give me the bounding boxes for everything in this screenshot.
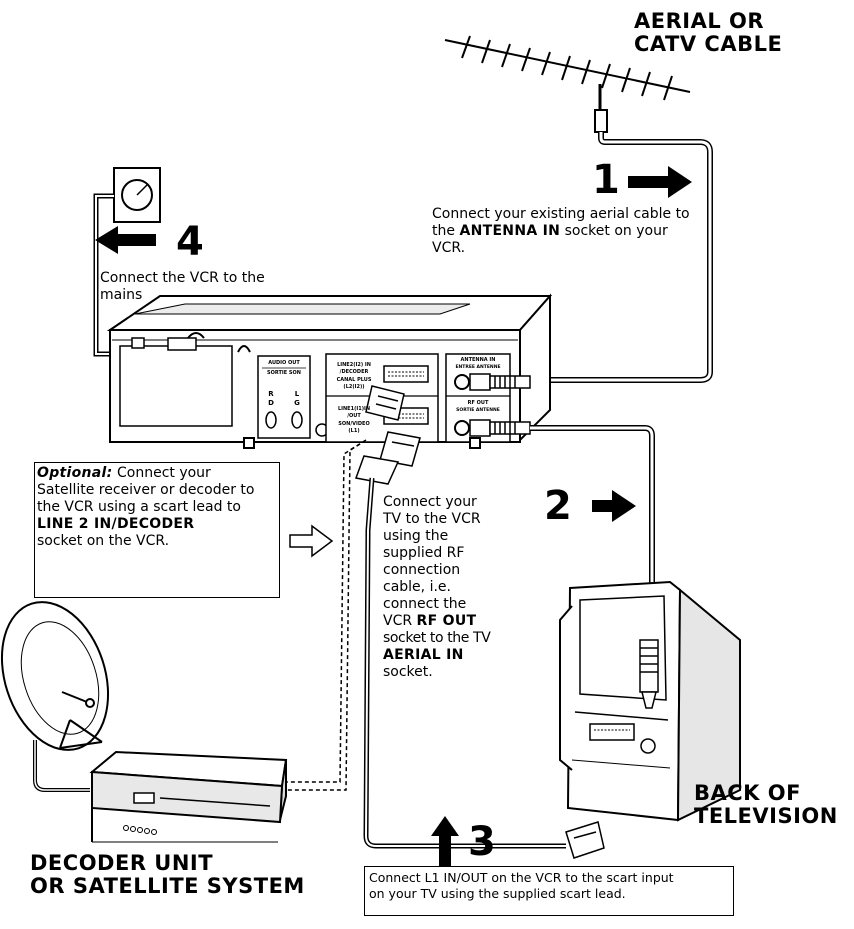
- scart-plug-line2: [365, 385, 405, 421]
- vcr-label-sortie-son: SORTIE SON: [267, 370, 301, 376]
- arrow-right-icon-1: [628, 166, 692, 198]
- vcr-label-l: L: [295, 390, 300, 398]
- step-1-text: Connect your existing aerial cable to th…: [432, 206, 690, 256]
- decoder-cable-dashed: [284, 439, 367, 791]
- aerial-title: AERIAL OR CATV CABLE: [634, 9, 783, 56]
- vcr-label-audio-out: AUDIO OUT: [268, 360, 300, 366]
- arrow-left-icon-4: [95, 226, 156, 254]
- vcr-label-line1: LINE1(I1)IN: [338, 406, 370, 412]
- step-4-text: Connect the VCR to the mains: [100, 270, 265, 303]
- television-title: BACK OF TELEVISION: [694, 781, 838, 828]
- vcr-label-l1: (L1): [348, 428, 359, 434]
- rf-plug-antenna-in: [469, 373, 531, 391]
- arrow-right-icon-2: [592, 490, 636, 522]
- scart-plug-line1: [354, 431, 421, 485]
- vcr-label-sortie-ant: SORTIE ANTENNE: [456, 407, 500, 413]
- decoder-unit-icon: [89, 750, 288, 835]
- rf-plug-tv: [639, 639, 659, 709]
- aerial-antenna-icon: [444, 35, 691, 133]
- vcr-label-r: R: [268, 390, 274, 398]
- vcr-label-decoder: /DECODER: [340, 369, 369, 375]
- scart-plug-tv: [565, 821, 605, 859]
- vcr-label-line2: LINE2(I2) IN: [337, 362, 371, 368]
- step-3-note-box: Connect L1 IN/OUT on the VCR to the scar…: [364, 866, 734, 916]
- vcr-label-entree: ENTREE ANTENNE: [455, 364, 500, 370]
- vcr-label-d: D: [268, 399, 274, 407]
- step-4-number: 4: [176, 219, 204, 265]
- rf-plug-rf-out: [469, 419, 531, 437]
- vcr-label-l2: (L2(I2)): [343, 384, 364, 390]
- satellite-dish-icon: [0, 601, 110, 792]
- step-2-text: Connect your TV to the VCR using the sup…: [383, 494, 491, 680]
- wall-socket-icon: [113, 167, 161, 223]
- vcr-label-out: /OUT: [347, 413, 361, 419]
- hollow-arrow-right-icon: [289, 524, 334, 558]
- vcr-back-panel: [106, 293, 553, 449]
- step-2-number: 2: [544, 483, 572, 529]
- decoder-title: DECODER UNIT OR SATELLITE SYSTEM: [30, 851, 305, 898]
- vcr-label-canal: CANAL PLUS: [337, 377, 372, 383]
- vcr-label-g: G: [294, 399, 300, 407]
- step-1-number: 1: [592, 157, 620, 203]
- arrow-up-icon-3: [431, 816, 459, 866]
- step-3-number: 3: [468, 819, 496, 865]
- vcr-label-son: SON/VIDEO: [338, 421, 369, 427]
- optional-note-box: Optional: Connect your Satellite receive…: [34, 462, 280, 598]
- vcr-label-rf-out: RF OUT: [468, 400, 489, 406]
- vcr-label-antenna-in: ANTENNA IN: [461, 357, 496, 363]
